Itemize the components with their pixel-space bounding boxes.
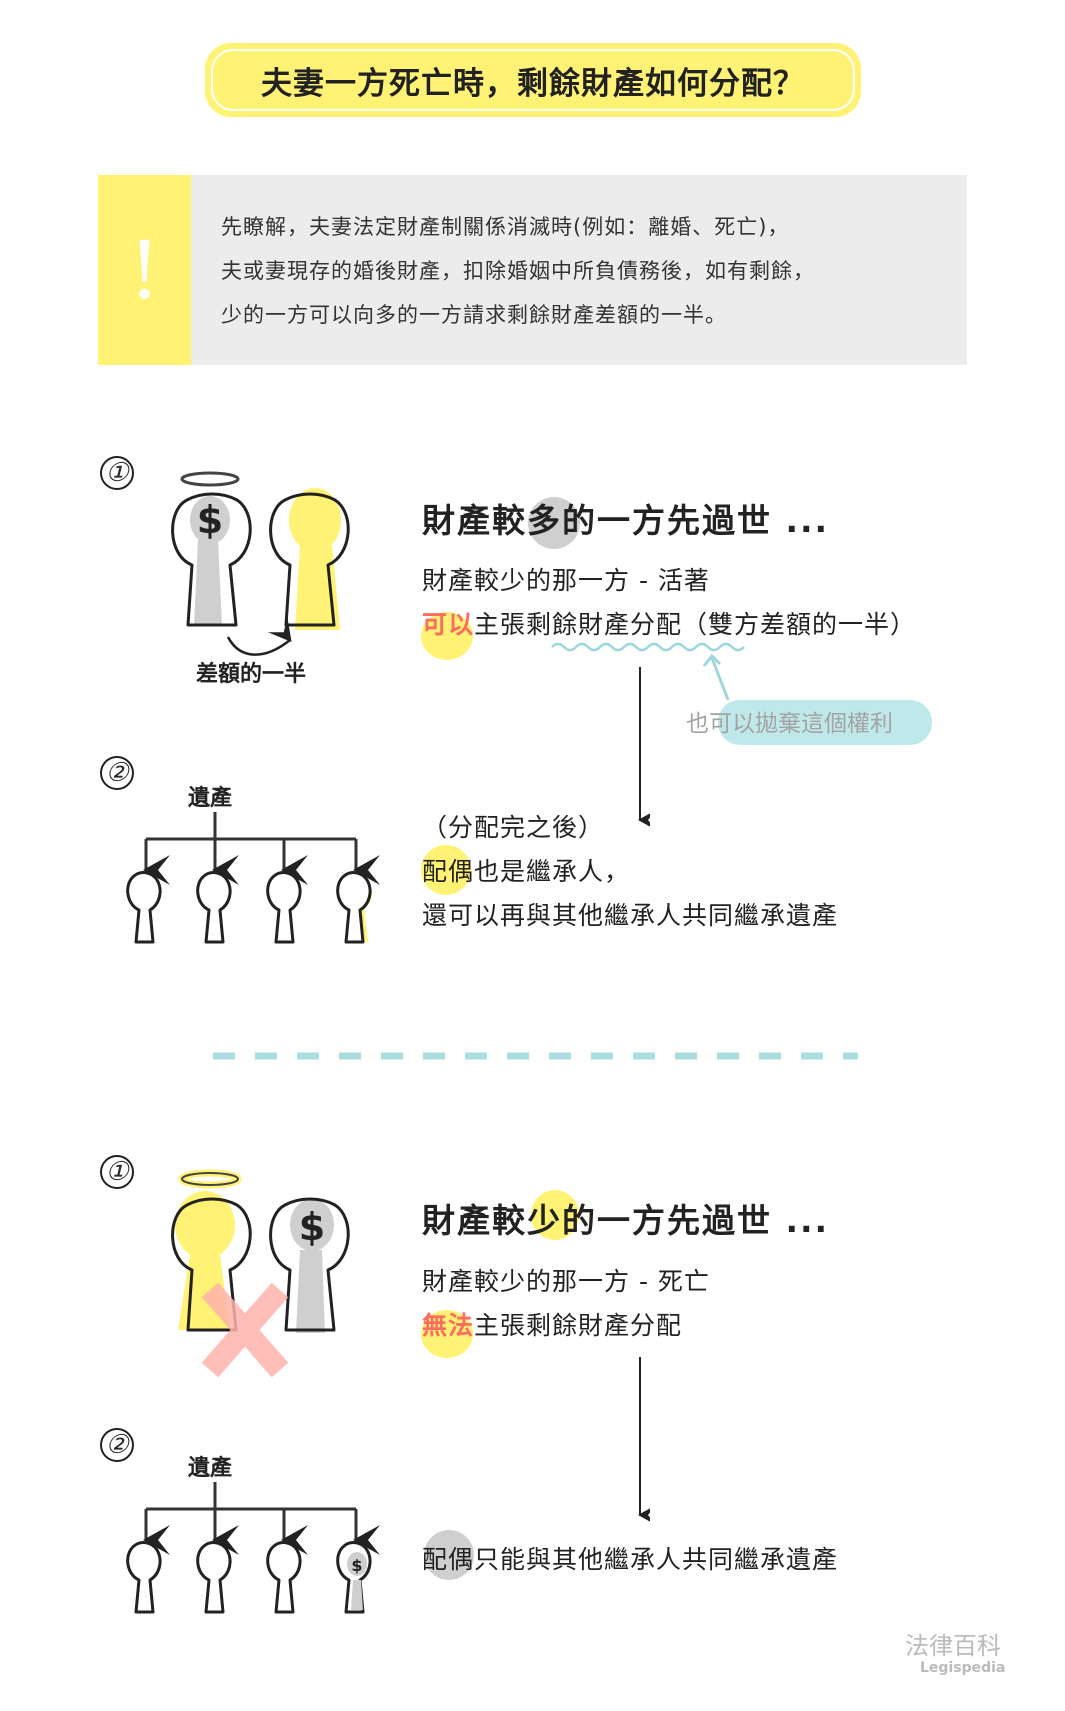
highlight-blob	[531, 1190, 579, 1240]
note-line: 夫或妻現存的婚後財產，扣除婚姻中所負債務後，如有剩餘，	[221, 259, 815, 283]
dollar-icon: $	[299, 1205, 325, 1249]
spouses-figure: $	[171, 1169, 350, 1378]
aside-note: 也可以拋棄這個權利	[686, 711, 893, 737]
figure-caption: 差額的一半	[196, 662, 307, 687]
heading-highlight: 少	[527, 1201, 562, 1240]
highlight-blob	[421, 1310, 473, 1358]
scenario1-heading: 財產較多的一方先過世 ...	[422, 494, 829, 542]
highlight-blob	[421, 845, 471, 895]
line-text: 主張剩餘財產分配（雙方差額的一半）	[474, 610, 917, 639]
step-number-2: ②	[100, 1428, 134, 1462]
exclamation-icon: !	[98, 175, 191, 365]
highlight-blob	[528, 497, 580, 549]
step-number-1: ①	[100, 1155, 134, 1189]
down-arrow-icon	[638, 1357, 650, 1525]
note-text: 先瞭解，夫妻法定財產制關係消滅時(例如：離婚、死亡)， 夫或妻現存的婚後財產，扣…	[221, 205, 815, 337]
aside-pill	[718, 700, 932, 745]
scenario2-line2: 無法主張剩餘財產分配	[422, 1306, 682, 1342]
note-box: ! 先瞭解，夫妻法定財產制關係消滅時(例如：離婚、死亡)， 夫或妻現存的婚後財產…	[98, 175, 967, 365]
page-title: 夫妻一方死亡時，剩餘財產如何分配？	[211, 49, 855, 111]
estate-label: 遺產	[188, 1456, 233, 1481]
heading-part: 財產較	[422, 1201, 527, 1240]
scenario1-line1: 財產較少的那一方 - 活著	[422, 566, 710, 595]
step-number-2: ②	[100, 756, 134, 790]
inheritance-tree	[126, 812, 380, 944]
section-divider	[213, 1052, 858, 1060]
spouse-heir-text: 配偶也是繼承人，	[422, 852, 630, 888]
scenario2-heading: 財產較少的一方先過世 ...	[422, 1194, 829, 1242]
down-arrow-icon	[638, 667, 650, 830]
emphasis-text: 無法	[422, 1311, 475, 1340]
inheritance-tree: $	[126, 1482, 380, 1614]
watermark-subtitle: Legispedia	[920, 1660, 1006, 1676]
cyan-arrow-icon	[702, 653, 730, 701]
scenario2-line1: 財產較少的那一方 - 死亡	[422, 1267, 710, 1296]
highlight-blob	[424, 1530, 474, 1580]
heading-part: 財產較	[422, 501, 527, 540]
heading-part: 的一方先過世 ...	[562, 1201, 830, 1240]
line-text: 主張剩餘財產分配	[474, 1311, 683, 1340]
title-banner: 夫妻一方死亡時，剩餘財產如何分配？	[205, 43, 861, 117]
estate-label: 遺產	[188, 786, 233, 811]
step-number-1: ①	[100, 456, 134, 490]
cross-icon	[201, 1282, 289, 1378]
dollar-icon: $	[197, 498, 223, 542]
scenario1-line2: 可以主張剩餘財產分配（雙方差額的一半）	[422, 605, 916, 641]
line-text: 也是繼承人，	[474, 857, 631, 886]
emphasis-text: 配偶	[422, 857, 475, 886]
halo-icon	[180, 471, 240, 487]
wavy-underline	[551, 642, 745, 652]
heading-part: 的一方先過世 ...	[562, 501, 830, 540]
emphasis-text: 可以	[422, 610, 475, 639]
spouses-figure: $	[171, 471, 350, 656]
dollar-icon: $	[351, 1556, 362, 1575]
after-distribution-text: （分配完之後）	[422, 813, 605, 842]
note-line: 少的一方可以向多的一方請求剩餘財產差額的一半。	[221, 303, 727, 327]
co-inherit-text: 還可以再與其他繼承人共同繼承遺產	[422, 901, 839, 930]
heading-highlight: 多	[527, 501, 562, 540]
highlight-blob	[421, 612, 473, 660]
transfer-arrow-icon	[226, 616, 292, 656]
line-text: 只能與其他繼承人共同繼承遺產	[474, 1545, 839, 1574]
emphasis-text: 配偶	[422, 1545, 475, 1574]
note-line: 先瞭解，夫妻法定財產制關係消滅時(例如：離婚、死亡)，	[221, 215, 790, 239]
spouse-only-text: 配偶只能與其他繼承人共同繼承遺產	[422, 1540, 838, 1576]
halo-icon	[181, 1172, 239, 1186]
watermark-logo: 法律百科	[905, 1632, 1001, 1660]
